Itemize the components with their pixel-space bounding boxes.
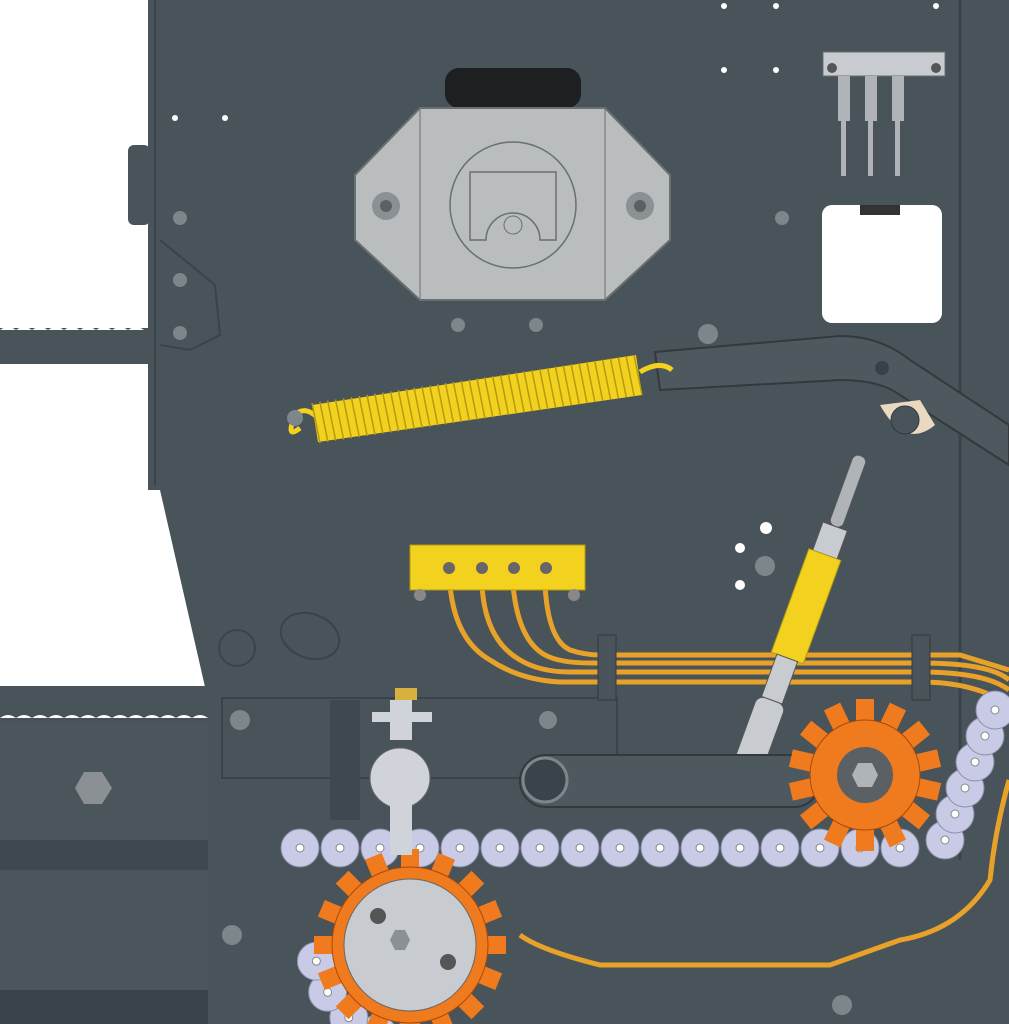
spring-coil (515, 372, 525, 413)
spring-coil (593, 360, 604, 402)
spring-coil (444, 382, 455, 424)
lower-sprocket (314, 849, 506, 1024)
spring-coil (601, 359, 612, 400)
spring-coil (326, 400, 337, 441)
cover-block (354, 68, 671, 301)
sprocket-tooth (880, 702, 907, 731)
spring-coil (342, 398, 353, 439)
spring-coil (436, 384, 447, 425)
spring-coil (468, 379, 478, 420)
spring-coil (578, 363, 588, 404)
spring-coil (452, 381, 463, 423)
spring-coil (476, 378, 486, 419)
spring-coil (554, 366, 565, 407)
spring-coil (507, 373, 518, 414)
spring-coil (625, 356, 635, 397)
sprocket-tooth (915, 749, 942, 772)
spring-coil (413, 387, 423, 428)
sprocket-tooth (788, 749, 815, 772)
spring-coil (617, 357, 628, 398)
spring-coil (460, 380, 470, 421)
spring-coil (381, 392, 392, 433)
spring-coil (539, 368, 549, 410)
upper-sprocket (788, 699, 942, 851)
spring-coil (562, 365, 573, 406)
spring-coil (397, 389, 408, 431)
grease-fitting (369, 688, 432, 855)
sprocket-tooth (484, 936, 506, 954)
spring-coil (319, 401, 329, 442)
spring-coil (484, 377, 494, 418)
spring-coil (334, 399, 345, 440)
lubrication-tubes (447, 584, 1009, 968)
manifold-block (409, 544, 586, 601)
window-opening (822, 205, 942, 323)
sprocket-tooth (856, 829, 874, 851)
spring-coil (366, 394, 376, 435)
spring-coil (311, 402, 321, 444)
lever-arm (653, 334, 1009, 467)
sprocket-tooth (823, 819, 850, 848)
spring-coil (405, 388, 415, 430)
spring-coil (499, 374, 510, 416)
spring-coil (421, 386, 431, 427)
spring-coil (531, 370, 541, 411)
sprocket-tooth (915, 778, 942, 801)
terminal-block (822, 51, 946, 176)
chain-tensioner (730, 454, 867, 784)
spring-coil (429, 385, 439, 426)
spring-coil (374, 393, 384, 434)
spring-coil (523, 371, 533, 412)
spring-coil (389, 391, 400, 432)
spring-coil (491, 375, 502, 417)
sprocket-tooth (880, 819, 907, 848)
sprocket-tooth (823, 702, 850, 731)
bolts (173, 211, 852, 1015)
spring-coil (586, 361, 596, 403)
left-frame (0, 327, 215, 1024)
sprocket-tooth (788, 778, 815, 801)
sprocket-tooth (856, 699, 874, 721)
spring-coil (570, 364, 580, 405)
spring-coil (358, 395, 368, 437)
spring-coil (609, 358, 620, 399)
sprocket-tooth (314, 936, 336, 954)
tension-spring (287, 354, 674, 444)
spring-coil (546, 367, 557, 409)
spring-coil (633, 354, 643, 396)
spring-coil (350, 396, 361, 438)
